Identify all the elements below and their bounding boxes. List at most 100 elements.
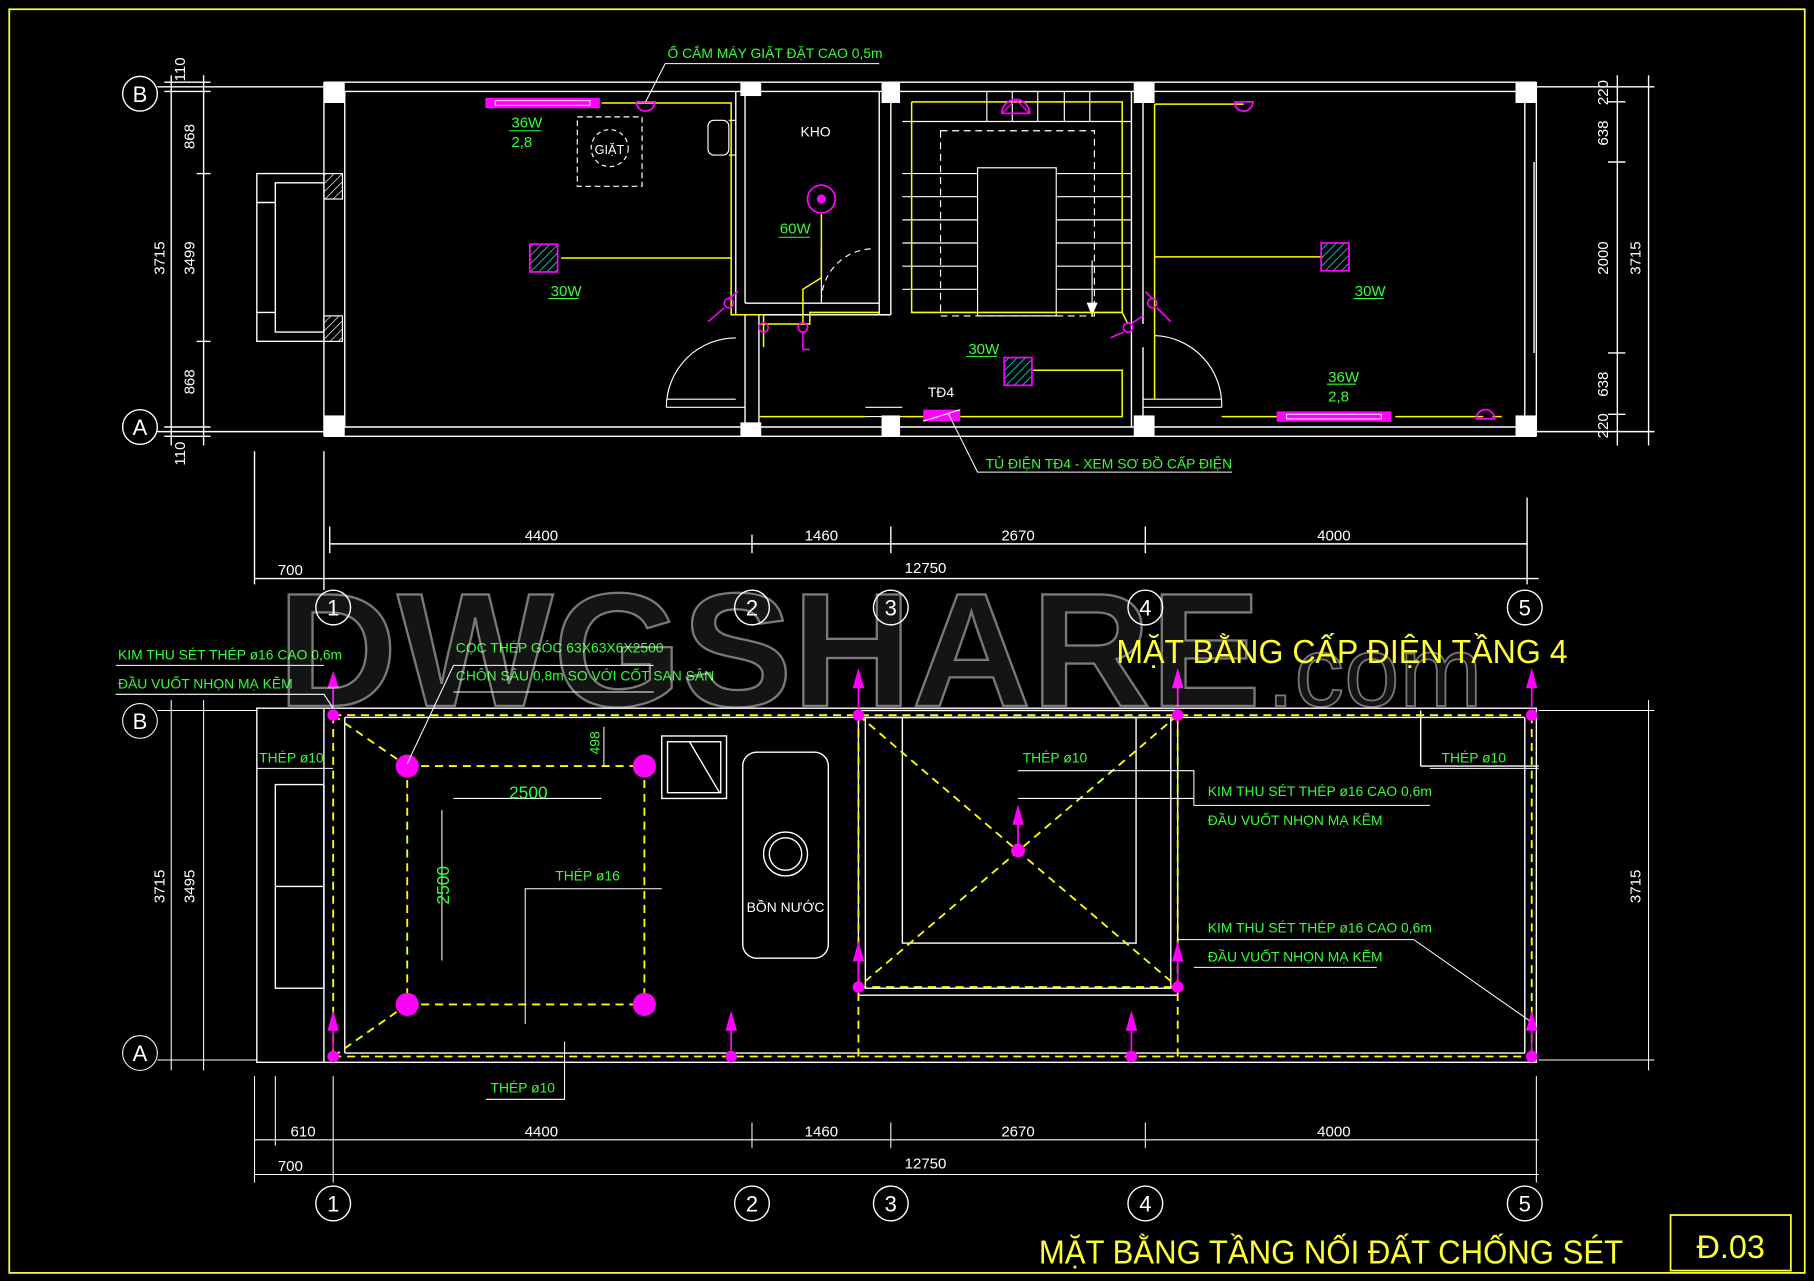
- mid-grid-col-labels: 1 2 3 4 5: [327, 596, 1531, 621]
- lightning-rods: [327, 668, 1538, 1051]
- water-tank-label: BỒN NƯỚC: [747, 898, 825, 915]
- sheet-code: Đ.03: [1697, 1229, 1765, 1265]
- dim-left-0: 110: [172, 57, 189, 81]
- top-grid-row-labels: B A: [133, 82, 148, 440]
- dim-right-4: 638: [1595, 372, 1612, 397]
- lamp-left-watt: 30W: [551, 283, 583, 300]
- top-wiring: [561, 101, 1502, 418]
- steel10-center: THÉP ø10: [1023, 750, 1088, 766]
- inner-dim-h: 2500: [509, 782, 548, 802]
- dim-span-b2: 1460: [805, 1123, 838, 1140]
- ground-stake-icon: [632, 754, 656, 778]
- lightning-rod-icon: [327, 1010, 339, 1051]
- grid-row-a: A: [133, 415, 148, 440]
- pendant-lamp-icon: [806, 184, 837, 214]
- rod-note-mid-1: KIM THU SÉT THÉP ø16 CAO 0,6m: [1208, 783, 1432, 799]
- room-label-storage: KHO: [801, 124, 831, 140]
- lightning-rod-icon: [1125, 1010, 1138, 1051]
- bottom-inner-dims: 2500 2500 498: [433, 731, 602, 904]
- exhaust-fan-icon: [1000, 98, 1031, 115]
- lightning-rod-icon: [1525, 668, 1538, 709]
- dim-right-3: 3715: [1627, 241, 1644, 274]
- steel10-bottom: THÉP ø10: [491, 1079, 556, 1095]
- grid-col-5: 5: [1519, 596, 1531, 621]
- dim-left-2: 3715: [151, 241, 168, 274]
- rod-note-mid-2: ĐẦU VUỐT NHỌN MẠ KẼM: [1208, 811, 1383, 828]
- dim-right-5: 220: [1595, 413, 1612, 438]
- bottom-leaders: [115, 664, 1655, 1183]
- rod-note-low-1: KIM THU SÉT THÉP ø16 CAO 0,6m: [1208, 920, 1432, 936]
- tube-top-len: 2,8: [511, 134, 532, 151]
- bottom-plan-walls: [256, 707, 1539, 1063]
- grid-col-2-bottom: 2: [746, 1192, 758, 1217]
- grid-col-3-bottom: 3: [885, 1192, 897, 1217]
- lightning-rod-icon: [1525, 1010, 1538, 1051]
- top-leaders: [509, 63, 1384, 473]
- stair: [902, 91, 1132, 317]
- lightning-rod-icon: [852, 941, 865, 982]
- rod-note-left-2: ĐẦU VUỐT NHỌN MẠ KẼM: [118, 675, 293, 692]
- dim-span-4: 4000: [1317, 527, 1350, 544]
- grid-col-1: 1: [327, 596, 339, 621]
- dim-left-1: 868: [181, 124, 198, 149]
- dim-right-b0: 3715: [1627, 870, 1644, 903]
- top-devices: [485, 97, 1496, 422]
- ground-stakes: [327, 709, 1538, 1063]
- inner-dim-v: 2500: [433, 866, 453, 905]
- dim-span-b4: 4000: [1317, 1123, 1350, 1140]
- grid-row-b-bottom: B: [133, 709, 148, 734]
- dim-bottom-left: 610: [291, 1123, 316, 1140]
- switch-icons: [707, 290, 1172, 351]
- top-plan-structural-columns: [323, 82, 1537, 437]
- grid-col-4-bottom: 4: [1139, 1192, 1151, 1217]
- grid-col-3: 3: [885, 596, 897, 621]
- doors: [665, 119, 1223, 418]
- tube-light-icon: [485, 97, 600, 109]
- top-room-labels: KHO GIẶT TĐ4: [595, 124, 955, 400]
- tube-light-icon: [1276, 411, 1392, 422]
- dim-offset-b: 700: [278, 1158, 303, 1175]
- washer-icon: [576, 116, 643, 187]
- ceiling-lamp-icon: [1320, 242, 1350, 272]
- bottom-plan-title: MẶT BẰNG TẦNG NỐI ĐẤT CHỐNG SÉT: [1039, 1233, 1623, 1272]
- lamp-storage-watt: 60W: [780, 221, 812, 238]
- lightning-rod-icon: [725, 1010, 737, 1051]
- top-dimension-labels: 110 868 3715 3499 868 110 220 638 2000 3…: [151, 57, 1644, 579]
- grid-col-4: 4: [1139, 596, 1151, 621]
- top-plan-columns: [323, 172, 344, 342]
- lightning-rod-icon: [1171, 668, 1184, 709]
- top-plan-title: MẶT BẰNG CẤP ĐIỆN TẦNG 4: [1116, 633, 1567, 671]
- lightning-rod-icon: [1012, 804, 1024, 845]
- steel10-left: THÉP ø10: [259, 750, 324, 766]
- grid-col-1-bottom: 1: [327, 1192, 339, 1217]
- bottom-grid-bubbles: [315, 1185, 1543, 1222]
- top-plan: 110 868 3715 3499 868 110 220 638 2000 3…: [121, 44, 1655, 591]
- dim-total: 12750: [905, 560, 947, 577]
- watermark-brand: DWGSHARE: [278, 560, 1261, 741]
- sheet-frame: [8, 8, 1806, 1274]
- grounding-conductors: [332, 714, 1533, 1058]
- sheet-code-box: [1669, 1214, 1792, 1272]
- outlet-icon: [1475, 408, 1496, 420]
- inner-dim-offset: 498: [586, 731, 602, 754]
- lamp-center-watt: 30W: [968, 341, 1000, 358]
- dim-span-b1: 4400: [525, 1123, 558, 1140]
- washer-outlet-note: Ổ CẮM MÁY GIẶT ĐẶT CAO 0,5m: [668, 44, 883, 61]
- dim-left-4: 868: [181, 369, 198, 394]
- grid-row-a-bottom: A: [133, 1041, 148, 1066]
- dim-right-2: 2000: [1595, 241, 1612, 274]
- dim-span-2: 1460: [805, 527, 838, 544]
- grid-row-b: B: [133, 82, 148, 107]
- ground-stake-icon: [395, 992, 419, 1017]
- lightning-rod-icon: [852, 668, 865, 709]
- dim-span-1: 4400: [525, 527, 558, 544]
- bottom-plan: B A 1 2 3 4 5 3715 3495 3715 4400 1460 2…: [115, 640, 1655, 1222]
- dim-span-3: 2670: [1001, 527, 1034, 544]
- lamp-right-watt: 30W: [1355, 283, 1387, 300]
- dim-total-b: 12750: [905, 1156, 947, 1173]
- ceiling-lamp-icon: [528, 243, 559, 273]
- top-grid-lines: [121, 75, 1655, 591]
- ground-stake-icon: [395, 754, 419, 778]
